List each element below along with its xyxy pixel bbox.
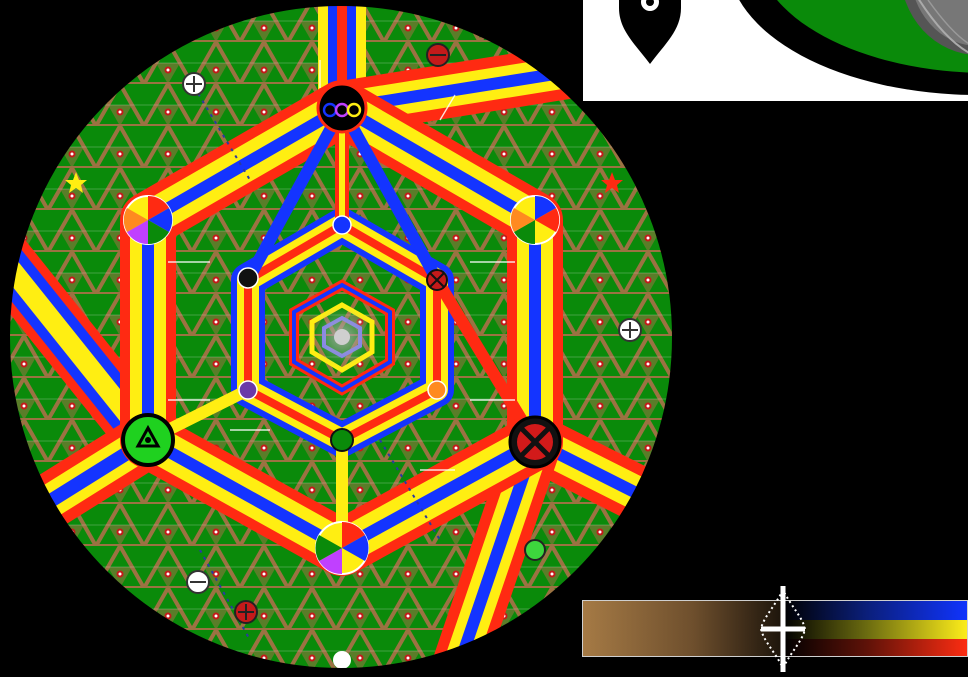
mandala-canvas[interactable] bbox=[0, 0, 690, 677]
hub-right[interactable] bbox=[510, 417, 560, 467]
slider-handle[interactable] bbox=[755, 586, 811, 672]
hub-upper-right[interactable] bbox=[511, 196, 559, 244]
red-stripe bbox=[783, 639, 968, 657]
hub-upper-left[interactable] bbox=[124, 196, 172, 244]
crosshair-handle-icon bbox=[761, 586, 805, 672]
map-pin-icon[interactable] bbox=[619, 0, 681, 64]
planet-disc bbox=[728, 0, 968, 95]
blue-stripe bbox=[783, 601, 968, 620]
top-panel[interactable] bbox=[583, 0, 968, 101]
hub-top[interactable] bbox=[318, 84, 366, 132]
hub-left[interactable] bbox=[123, 415, 173, 465]
brown-gradient-segment bbox=[583, 601, 783, 656]
hub-bottom[interactable] bbox=[316, 522, 369, 574]
yellow-stripe bbox=[783, 620, 968, 639]
